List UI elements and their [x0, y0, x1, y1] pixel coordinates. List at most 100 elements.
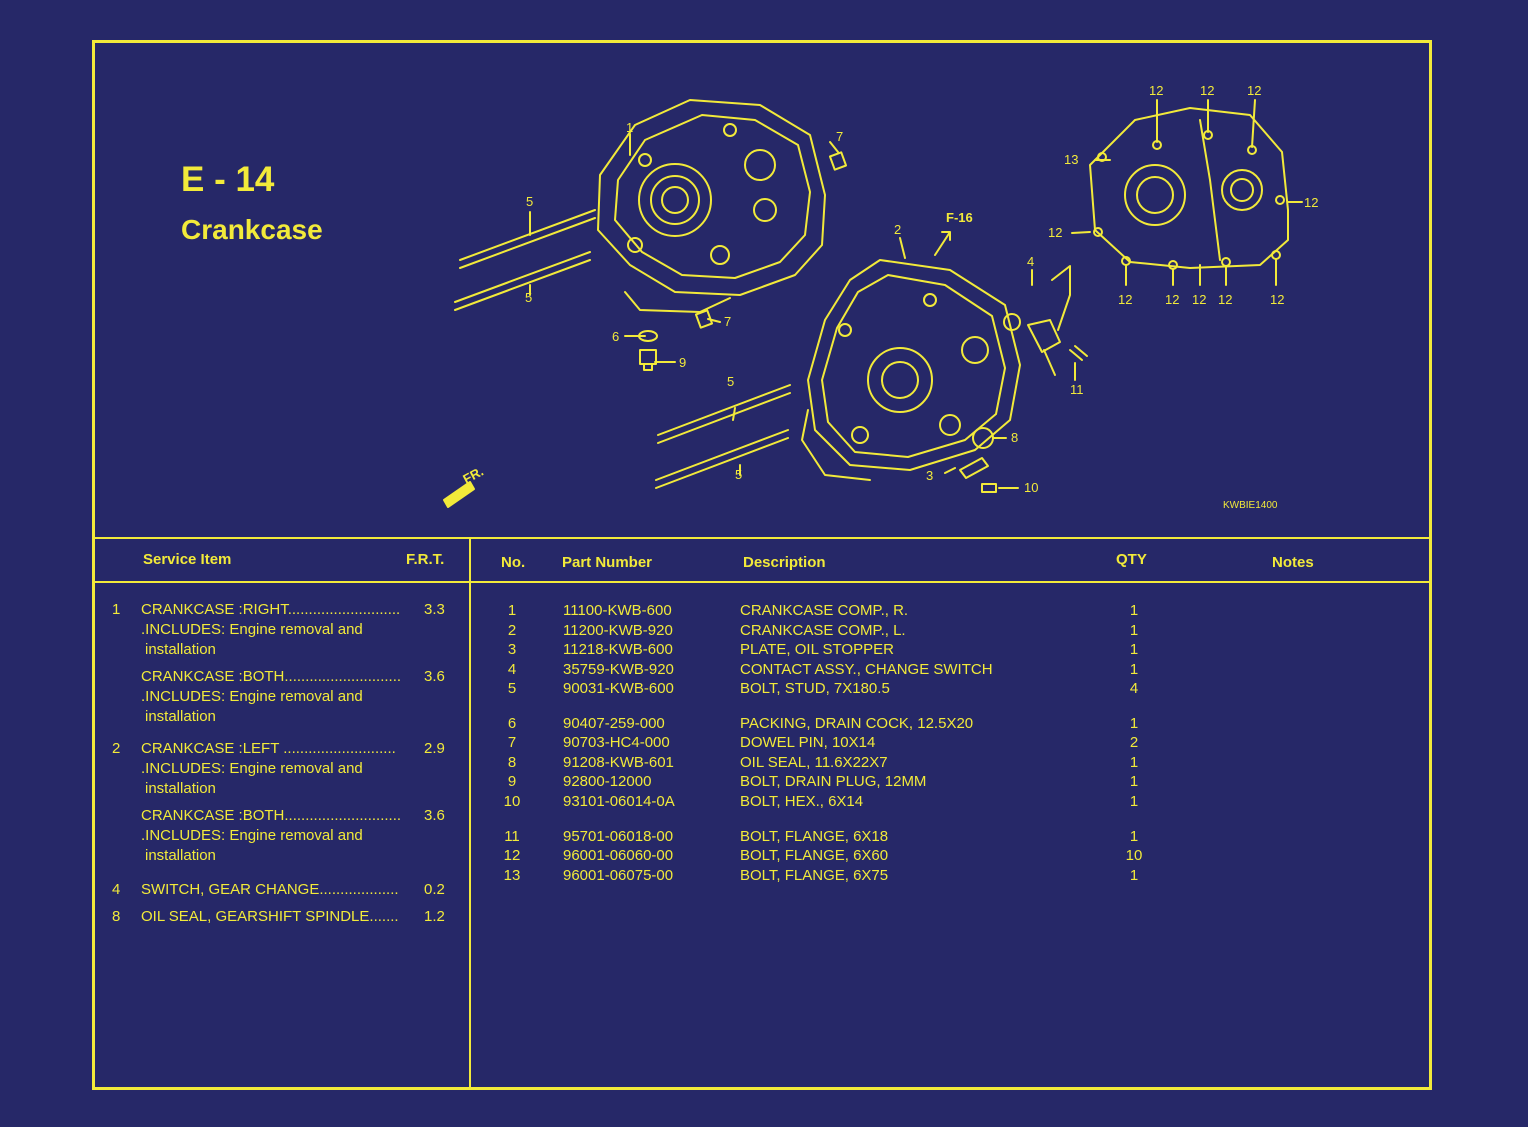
part-description: BOLT, STUD, 7X180.5 [740, 680, 890, 697]
part-number: 96001-06075-00 [563, 867, 674, 884]
part-no: 6 [507, 715, 517, 732]
service-item-number: 8 [112, 908, 121, 925]
table-column-divider [469, 537, 471, 1090]
dowel-pin-7b [694, 309, 714, 329]
part-number: 96001-06060-00 [563, 847, 674, 864]
service-item-number: 2 [112, 740, 121, 757]
service-item-includes-cont: installation [145, 780, 216, 797]
part-description: DOWEL PIN, 10X14 [740, 734, 876, 751]
service-item-frt: 1.2 [424, 908, 445, 925]
part-qty: 4 [1129, 680, 1139, 697]
callout-11: 11 [1070, 382, 1084, 397]
part-description: PACKING, DRAIN COCK, 12.5X20 [740, 715, 974, 732]
front-arrow-icon [443, 481, 475, 508]
part-no: 1 [507, 602, 517, 619]
part-no: 7 [507, 734, 517, 751]
diagram-ref-code: KWBIE1400 [1223, 500, 1278, 511]
service-item-name: SWITCH, GEAR CHANGE................... [141, 881, 399, 898]
part-no: 10 [503, 793, 521, 810]
table-row: 7 90703-HC4-000 DOWEL PIN, 10X14 2 [0, 734, 1528, 754]
callout-9: 9 [679, 355, 686, 370]
table-row: 5 90031-KWB-600 BOLT, STUD, 7X180.5 4 [0, 680, 1528, 700]
part-number: 95701-06018-00 [563, 828, 674, 845]
stud-bolt-5a [459, 209, 596, 269]
part-no: 11 [504, 828, 520, 845]
table-row: 1 11100-KWB-600 CRANKCASE COMP., R. 1 [0, 602, 1528, 622]
part-no: 4 [507, 661, 517, 678]
flange-bolt-11 [1069, 345, 1088, 361]
service-item-name: CRANKCASE :LEFT ........................… [141, 740, 396, 757]
callout-12e: 12 [1048, 225, 1062, 240]
part-no: 9 [507, 773, 517, 790]
frt-header: F.R.T. [406, 551, 445, 568]
stud-bolt-5d [655, 429, 789, 489]
dowel-pin-7a [828, 151, 848, 171]
service-item-frt: 3.6 [424, 668, 445, 685]
part-description: BOLT, FLANGE, 6X18 [740, 828, 889, 845]
section-code: E - 14 [181, 160, 275, 199]
callout-5c: 5 [727, 374, 734, 389]
service-item-includes-cont: installation [145, 641, 216, 658]
callout-12c: 12 [1247, 83, 1261, 98]
page-title: Crankcase [181, 214, 323, 245]
callout-5d: 5 [735, 467, 742, 482]
table-row: 11 95701-06018-00 BOLT, FLANGE, 6X18 1 [0, 828, 1528, 848]
part-qty: 2 [1129, 734, 1139, 751]
callout-8: 8 [1011, 430, 1018, 445]
part-description: BOLT, FLANGE, 6X60 [740, 847, 889, 864]
part-no: 2 [507, 622, 517, 639]
part-qty: 1 [1129, 828, 1139, 845]
part-description: BOLT, FLANGE, 6X75 [740, 867, 889, 884]
part-qty: 1 [1129, 793, 1139, 810]
part-description: PLATE, OIL STOPPER [740, 641, 894, 658]
qty-header: QTY [1116, 551, 1147, 568]
service-item-includes: .INCLUDES: Engine removal and [141, 760, 363, 777]
callout-4: 4 [1027, 254, 1034, 269]
part-qty: 10 [1125, 847, 1143, 864]
part-number: 11100-KWB-600 [563, 602, 672, 619]
part-number: 11218-KWB-600 [563, 641, 673, 658]
service-item-includes-cont: installation [145, 847, 216, 864]
drain-plug-9 [639, 349, 657, 371]
callout-12d: 12 [1304, 195, 1318, 210]
service-item-name: CRANKCASE :BOTH.........................… [141, 807, 402, 824]
callout-12a: 12 [1149, 83, 1163, 98]
oil-stopper-plate-3 [959, 457, 989, 479]
part-no: 3 [507, 641, 517, 658]
service-item-includes-cont: installation [145, 708, 216, 725]
part-no: 13 [503, 867, 521, 884]
crankcase-left-outer-drawing [1089, 107, 1289, 270]
service-item-number: 4 [112, 881, 121, 898]
part-number: 92800-12000 [563, 773, 652, 790]
callout-5a: 5 [526, 194, 533, 209]
callout-12f: 12 [1118, 292, 1132, 307]
crankcase-right-drawing [597, 99, 826, 313]
part-qty: 1 [1129, 867, 1139, 884]
part-qty: 1 [1129, 661, 1139, 678]
part-qty: 1 [1129, 641, 1139, 658]
crankcase-left-drawing [801, 259, 1021, 481]
service-item-name: OIL SEAL, GEARSHIFT SPINDLE....... [141, 908, 399, 925]
front-label: FR. [460, 464, 486, 487]
part-no: 5 [507, 680, 517, 697]
callout-12j: 12 [1270, 292, 1284, 307]
table-row: 6 90407-259-000 PACKING, DRAIN COCK, 12.… [0, 715, 1528, 735]
service-item-name: CRANKCASE :BOTH.........................… [141, 668, 402, 685]
part-description: CONTACT ASSY., CHANGE SWITCH [740, 661, 993, 678]
table-row: 2 11200-KWB-920 CRANKCASE COMP., L. 1 [0, 622, 1528, 642]
part-number: 90407-259-000 [563, 715, 665, 732]
part-number-header: Part Number [562, 554, 653, 571]
notes-header: Notes [1272, 554, 1314, 571]
part-description: BOLT, DRAIN PLUG, 12MM [740, 773, 927, 790]
callout-1: 1 [626, 120, 633, 135]
diagram-divider [94, 537, 1432, 539]
table-row: 3 11218-KWB-600 PLATE, OIL STOPPER 1 [0, 641, 1528, 661]
service-item-name: CRANKCASE :RIGHT........................… [141, 601, 401, 618]
part-no: 8 [507, 754, 517, 771]
callout-12h: 12 [1192, 292, 1206, 307]
table-row: 9 92800-12000 BOLT, DRAIN PLUG, 12MM 1 [0, 773, 1528, 793]
page-frame [92, 40, 1432, 1090]
service-item-frt: 2.9 [424, 740, 445, 757]
part-qty: 1 [1129, 622, 1139, 639]
table-row: 12 96001-06060-00 BOLT, FLANGE, 6X60 10 [0, 847, 1528, 867]
